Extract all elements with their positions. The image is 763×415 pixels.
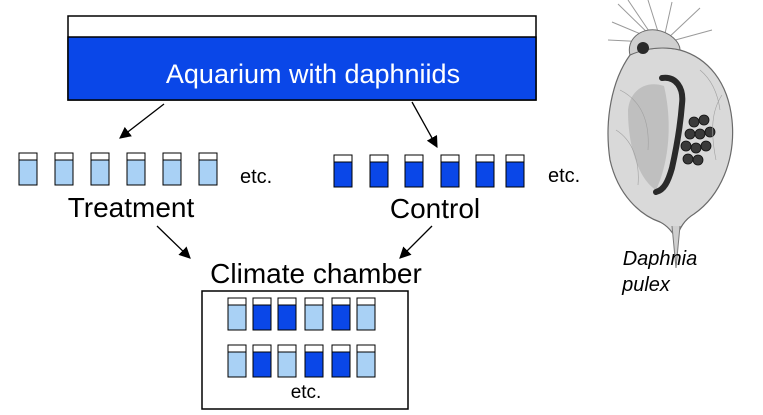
- treatment-etc-label: etc.: [240, 166, 272, 188]
- control-vial: [304, 344, 324, 378]
- species-epithet: pulex: [621, 274, 671, 296]
- treatment-vial: [198, 152, 218, 186]
- treatment-vial: [126, 152, 146, 186]
- aquarium-water: [67, 36, 537, 101]
- control-vial: [252, 344, 272, 378]
- control-vial: [369, 154, 389, 188]
- treatment-vials: [18, 152, 218, 186]
- species-genus: Daphnia: [623, 248, 698, 270]
- treatment-vial: [356, 297, 376, 331]
- daphnia-gut: [653, 74, 686, 195]
- control-vials: [333, 154, 525, 188]
- arrow-aquarium-to-treatment: [119, 103, 165, 139]
- control-group: etc. Control: [333, 154, 580, 224]
- arrow-treatment-to-chamber: [156, 225, 191, 259]
- control-vial: [331, 297, 351, 331]
- arrow-aquarium-to-control: [411, 101, 438, 149]
- control-vial: [277, 297, 297, 331]
- aquarium: Aquarium with daphniids: [67, 15, 537, 101]
- arrow-control-to-chamber: [399, 225, 433, 259]
- control-vial: [404, 154, 424, 188]
- control-vial: [505, 154, 525, 188]
- treatment-vial: [277, 344, 297, 378]
- climate-chamber: Climate chamber etc.: [201, 258, 422, 410]
- chamber-vials: [227, 297, 376, 378]
- treatment-vial: [162, 152, 182, 186]
- treatment-vial: [18, 152, 38, 186]
- control-vial: [440, 154, 460, 188]
- control-vial: [252, 297, 272, 331]
- aquarium-label: Aquarium with daphniids: [166, 59, 460, 89]
- treatment-vial: [227, 344, 247, 378]
- treatment-vial: [90, 152, 110, 186]
- control-label: Control: [390, 193, 480, 224]
- daphnia-eggs: [680, 114, 716, 166]
- treatment-group: etc. Treatment: [18, 152, 272, 223]
- control-vial: [475, 154, 495, 188]
- climate-chamber-label: Climate chamber: [210, 258, 422, 289]
- chamber-etc-label: etc.: [291, 382, 322, 403]
- control-vial: [333, 154, 353, 188]
- treatment-vial: [54, 152, 74, 186]
- daphnia-eye: [637, 42, 649, 54]
- treatment-vial: [356, 344, 376, 378]
- control-vial: [331, 344, 351, 378]
- treatment-label: Treatment: [68, 192, 195, 223]
- treatment-vial: [227, 297, 247, 331]
- treatment-vial: [304, 297, 324, 331]
- daphnia-illustration: [607, 0, 734, 269]
- control-etc-label: etc.: [548, 165, 580, 187]
